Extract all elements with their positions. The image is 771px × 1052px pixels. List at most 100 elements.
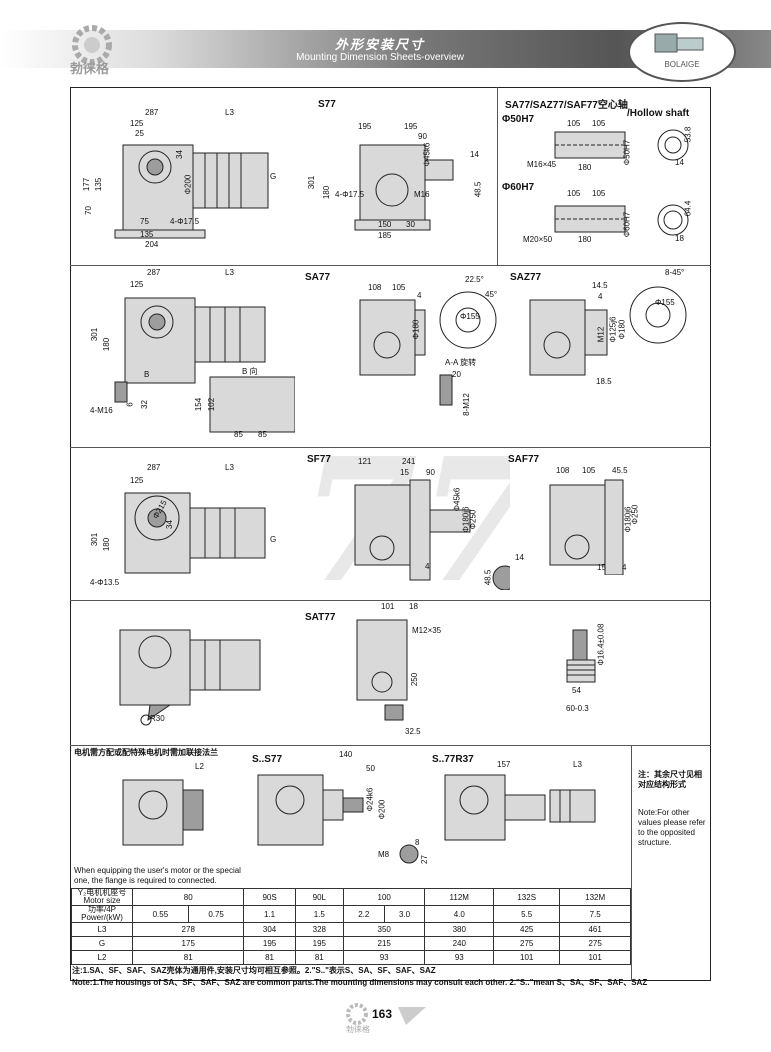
dim-241: 241 [402, 457, 416, 466]
page-title-cn: 外形安装尺寸 [334, 37, 425, 52]
table-cell: 275 [493, 936, 561, 951]
dim-34: 34 [174, 150, 184, 159]
table-cell: 7.5 [559, 905, 631, 923]
sat77-front-drawing [356, 619, 408, 721]
dim-54: 54 [572, 686, 581, 695]
dim-301c: 301 [90, 532, 100, 547]
table-cell: 132M [559, 888, 631, 906]
dim-phi250: Φ250 [468, 509, 478, 530]
dim-90b: 90 [426, 468, 435, 477]
dim-20: 20 [452, 370, 461, 379]
dim-101: 101 [381, 602, 395, 611]
table-cell: 101 [559, 950, 631, 965]
table-cell: 3.0 [383, 905, 426, 923]
table-cell: 93 [342, 950, 426, 965]
dim-18b: 18 [409, 602, 418, 611]
section-title-hollow-en: /Hollow shaft [627, 108, 690, 119]
table-row-l2: L2 81 81 81 93 93 101 101 [71, 950, 631, 965]
table-cell: 0.75 [187, 905, 245, 923]
dim-phi180b: Φ180 [617, 319, 627, 340]
row-divider-4 [70, 745, 711, 746]
motor-spec-table: Y₂电机机座号 Motor size 80 90S 90L 100 112M 1… [71, 888, 631, 965]
table-cell: 195 [243, 936, 296, 951]
table-cell: 175 [131, 936, 245, 951]
section-title-s-77r37: S..77R37 [432, 754, 474, 765]
dim-m16: M16 [414, 190, 430, 199]
dim-195a: 195 [358, 122, 372, 131]
dim-phi180: Φ180 [411, 319, 421, 340]
table-cell: 81 [131, 950, 245, 965]
dim-phi200: Φ200 [183, 174, 193, 195]
table-cell: 81 [243, 950, 296, 965]
table-header-power: 功率/4P Power/(kW) [71, 905, 133, 923]
dim-4c: 4 [425, 562, 430, 571]
table-cell: 80 [131, 888, 245, 906]
dim-75: 75 [140, 217, 149, 226]
dim-180b: 180 [102, 337, 112, 352]
dim-105f: 105 [582, 466, 596, 475]
s-77r37-drawing [444, 774, 596, 841]
dim-154: 154 [194, 397, 204, 412]
dim-105d: 105 [592, 189, 606, 198]
flange-motor-drawing [122, 779, 204, 846]
dim-287: 287 [145, 108, 159, 117]
gear-logo-icon [72, 25, 112, 65]
dim-180h: 180 [578, 163, 592, 172]
dim-50: 50 [366, 764, 375, 773]
dim-121: 121 [358, 457, 372, 466]
table-cell: 2.2 [342, 905, 385, 923]
logo-text: 勃徕格 [70, 61, 110, 76]
table-cell: 101 [493, 950, 561, 965]
dim-4-phi13-5: 4-Φ13.5 [90, 578, 120, 587]
dim-4-phi17-5: 4-Φ17.5 [170, 217, 200, 226]
dim-45deg: 45° [485, 290, 498, 299]
dim-301b: 301 [90, 327, 100, 342]
dim-32: 32 [139, 400, 149, 409]
page-number: 163 [372, 1007, 393, 1021]
dim-phi155b: Φ155 [655, 298, 675, 307]
dim-l3c: L3 [225, 463, 234, 472]
hollow-shaft-60-drawing [554, 204, 689, 236]
sat77-spline-shaft-drawing [566, 629, 596, 683]
dim-m16x45: M16×45 [527, 160, 557, 169]
dim-177: 177 [82, 177, 92, 192]
dim-301: 301 [307, 175, 317, 190]
dim-phi16-4: Φ16.4±0.08 [596, 623, 606, 666]
other-note-cn: 注：其余尺寸见相对应结构形式 [638, 770, 702, 789]
dim-8: 8 [415, 838, 420, 847]
dim-180c: 180 [102, 537, 112, 552]
dim-6: 6 [125, 402, 135, 407]
dim-18-5: 18.5 [596, 377, 612, 386]
dim-g: G [270, 172, 277, 181]
dim-m8: M8 [378, 850, 390, 859]
dim-34c: 34 [164, 520, 174, 529]
table-cell: 195 [294, 936, 344, 951]
dim-105c: 105 [567, 189, 581, 198]
dim-22-5deg: 22.5° [465, 275, 484, 284]
section-title-s77: S77 [318, 99, 336, 110]
dim-204: 204 [145, 240, 159, 249]
footer-logo-text: 勃徕格 [346, 1025, 370, 1034]
table-cell: 1.1 [243, 905, 296, 923]
table-cell: 90S [243, 888, 296, 906]
dim-m12: M12 [596, 326, 606, 343]
s77-front-drawing [354, 144, 454, 231]
dim-r30: R30 [150, 714, 165, 723]
table-cell: 275 [559, 936, 631, 951]
dim-15: 15 [400, 468, 409, 477]
dim-45-5: 45.5 [612, 466, 628, 475]
dim-27: 27 [419, 855, 429, 864]
dim-phi24k6: Φ24k6 [365, 787, 375, 812]
footer-note-en: Note:1.The housings of SA、SF、SAF、SAZ are… [72, 978, 648, 987]
row-divider-2 [70, 447, 711, 448]
table-header-motor-size: Y₂电机机座号 Motor size [71, 888, 133, 906]
dim-70: 70 [83, 206, 93, 215]
dim-phi200b: Φ200 [377, 799, 387, 820]
table-cell: 90L [294, 888, 344, 906]
table-cell: 0.55 [132, 905, 189, 923]
label-aa-rotation: A-A 旋转 [445, 358, 477, 367]
dim-8-m12: 8-M12 [461, 393, 471, 416]
section-title-sf77: SF77 [307, 454, 331, 465]
dim-phi125j6: Φ125j6 [608, 316, 618, 343]
dim-85b: 85 [258, 430, 267, 439]
